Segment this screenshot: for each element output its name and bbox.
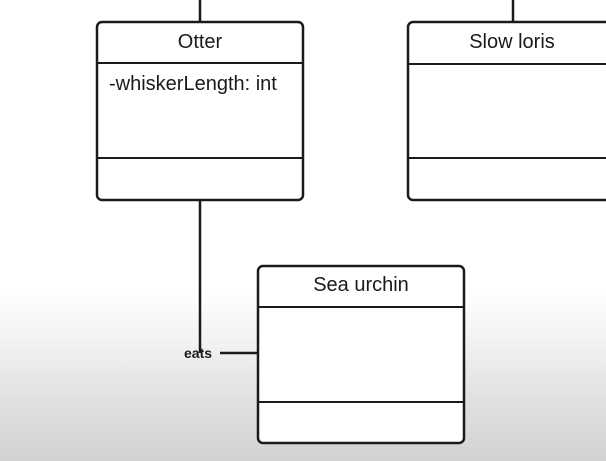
association-eats-line (198, 200, 258, 355)
class-slow-loris-name: Slow loris (469, 31, 555, 53)
class-slow-loris[interactable]: Slow loris (406, 20, 606, 202)
class-otter-name: Otter (178, 31, 223, 53)
association-eats-label: eats (184, 345, 212, 361)
class-sea-urchin-box (256, 264, 466, 445)
class-sea-urchin[interactable]: Sea urchin (256, 264, 466, 445)
class-slow-loris-box (406, 20, 606, 202)
class-otter[interactable]: Otter -whiskerLength: int (95, 20, 305, 202)
class-otter-box (95, 20, 305, 202)
class-otter-attribute: -whiskerLength: int (109, 73, 277, 95)
class-sea-urchin-name: Sea urchin (313, 274, 409, 296)
